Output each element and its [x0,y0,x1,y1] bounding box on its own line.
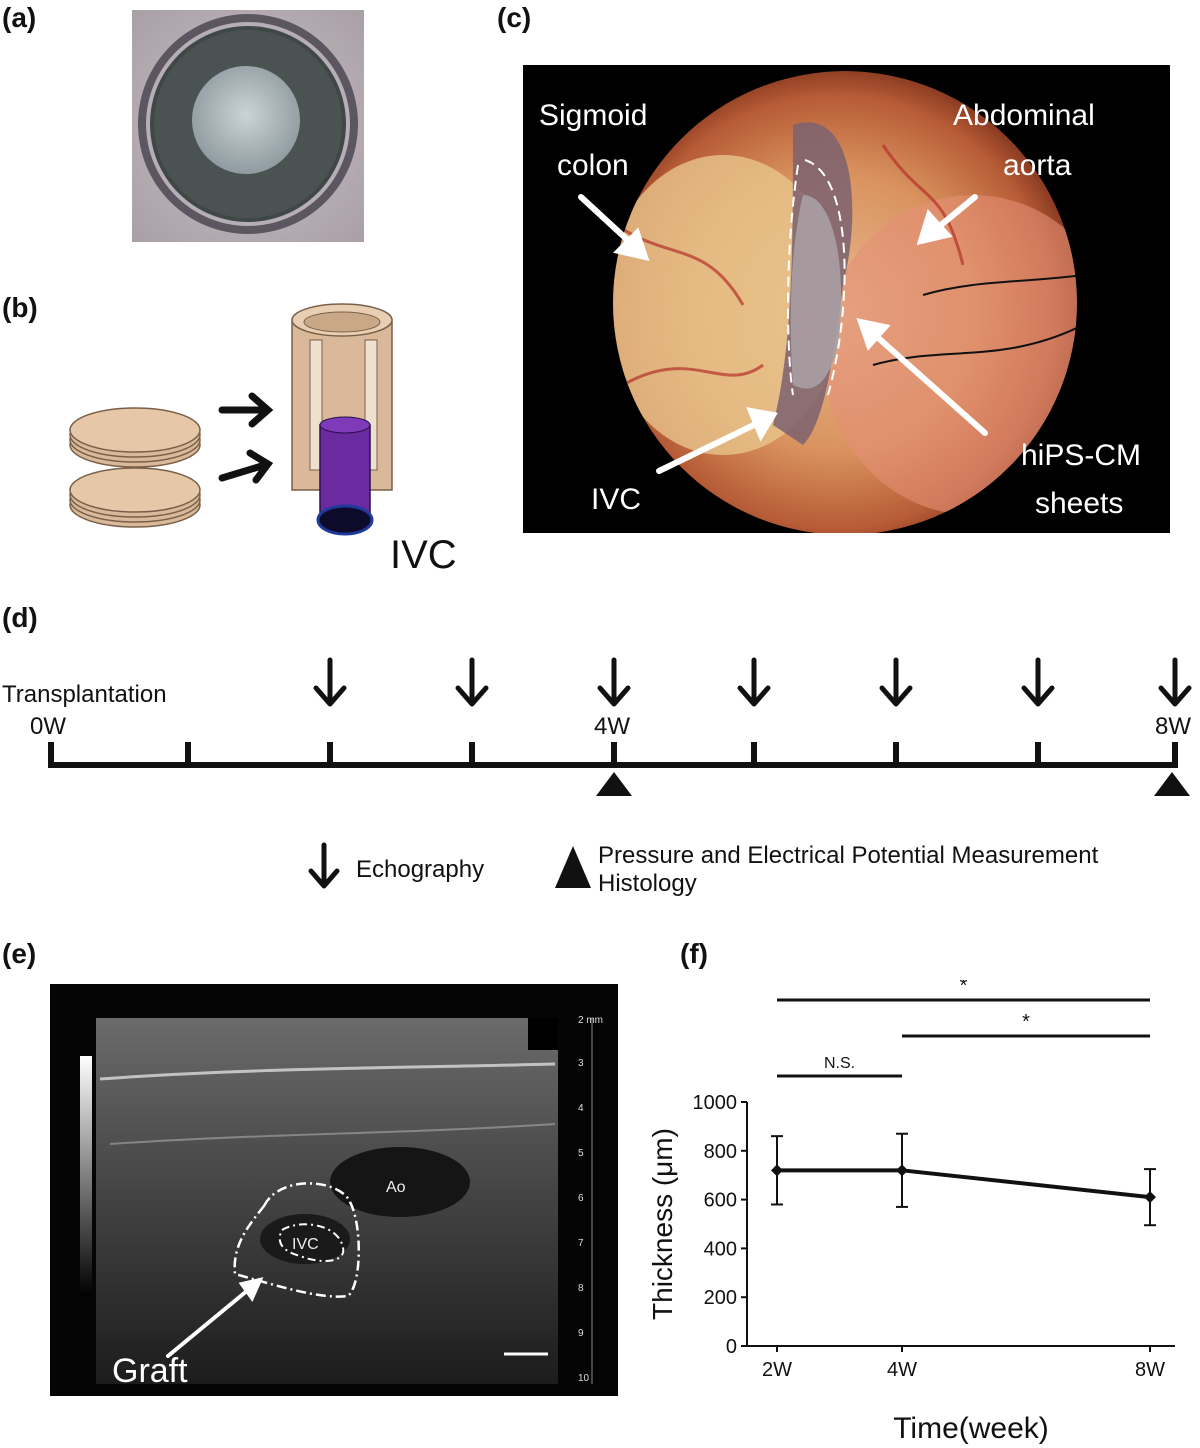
ivc-label: IVC [390,533,457,577]
depth-tick-label: 10 [578,1373,590,1384]
depth-tick-label: 9 [578,1328,584,1339]
graft-outline [233,1182,360,1298]
thickness-chart: 0 200 400 600 800 1000 2W 4W 8W N.S. * * Thickness (… [647,980,1175,1445]
wrapped-ivc-cylinder [291,303,393,536]
panel-label-e: (e) [2,938,37,969]
significance-label: * [960,980,968,997]
arrow-ivc-icon [656,407,778,474]
y-tick-label: 600 [704,1190,737,1212]
legend-echography-arrow-icon [308,842,340,889]
y-axis-label: Thickness (μm) [647,1128,678,1320]
data-point [771,1164,783,1177]
arrow-right-icon [218,392,274,428]
cell-sheet-stack-top [69,407,201,468]
arrow-right-icon [218,449,274,484]
significance-label: * [1022,1011,1030,1033]
panel-label-d: (d) [2,602,38,633]
echography-arrow-icon [313,657,347,707]
surgical-photo: Sigmoid colon Abdominal aorta IVC hiPS-C… [523,65,1170,533]
data-point [1144,1191,1156,1204]
label-ivc-echo: IVC [292,1236,319,1253]
timeline-diagram: Transplantation 0W 4W 8W Echography Pres… [2,657,1192,897]
transplantation-label: Transplantation [2,681,167,708]
label-ivc: IVC [591,483,641,516]
y-tick-label: 1000 [693,1092,738,1114]
depth-tick-label: 5 [578,1148,584,1159]
arrow-hips-cm-sheets-icon [856,317,988,436]
label-sheets-line1: hiPS-CM [1021,439,1141,472]
panel-label-a: (a) [2,2,37,33]
grayscale-bar [80,1056,92,1296]
echography-image: Ao IVC Graft 2 mm 3 4 5 6 7 8 9 10 [50,984,618,1396]
depth-tick-label: 4 [578,1103,584,1114]
echography-arrow-icon [879,657,913,707]
cell-sheet-stack-bottom [69,467,201,528]
depth-tick-label: 6 [578,1193,584,1204]
y-tick-label: 800 [704,1141,737,1163]
tick-label-4w: 4W [594,713,630,740]
label-aorta-line1: Abdominal [953,99,1095,132]
depth-unit: 2 mm [578,1015,603,1026]
y-tick-label: 200 [704,1287,737,1309]
echography-arrow-icon [1158,657,1192,707]
legend-echography: Echography [356,856,484,883]
legend-measurement-line2: Histology [598,870,697,897]
label-sigmoid-line2: colon [557,149,629,182]
arrow-abdominal-aorta-icon [916,194,978,246]
label-aorta-line2: aorta [1003,149,1072,182]
graft-arrow-icon [166,1277,264,1358]
arrow-sigmoid-colon-icon [578,194,650,262]
x-tick-label: 2W [762,1359,792,1381]
tick-label-0w: 0W [30,713,66,740]
x-axis-label: Time(week) [893,1412,1049,1445]
echography-arrow-icon [597,657,631,707]
measurement-triangle-icon [596,772,1190,796]
tick-label-8w: 8W [1155,713,1191,740]
label-ao: Ao [386,1179,406,1196]
y-tick-label: 400 [704,1238,737,1260]
x-tick-label: 8W [1135,1359,1165,1381]
culture-dish-photo [132,10,364,242]
panel-label-c: (c) [497,2,532,33]
depth-tick-label: 7 [578,1238,584,1249]
echography-arrow-icon [737,657,771,707]
echography-arrow-icon [455,657,489,707]
depth-tick-label: 8 [578,1283,584,1294]
label-sigmoid-line1: Sigmoid [539,99,647,132]
depth-tick-label: 3 [578,1058,584,1069]
panel-label-f: (f) [680,938,708,969]
series-line [777,1168,1151,1200]
x-tick-label: 4W [887,1359,917,1381]
panel-label-b: (b) [2,292,38,323]
label-sheets-line2: sheets [1035,487,1123,520]
echography-arrow-icon [1021,657,1055,707]
legend-triangle-icon [555,846,591,888]
label-graft: Graft [112,1352,188,1390]
y-tick-label: 0 [726,1336,737,1358]
timeline-ticks [48,742,1178,768]
legend-measurement-line1: Pressure and Electrical Potential Measur… [598,842,1099,869]
sheet-wrapping-diagram: IVC [69,303,457,577]
significance-label: N.S. [824,1055,855,1072]
data-point [896,1164,908,1177]
